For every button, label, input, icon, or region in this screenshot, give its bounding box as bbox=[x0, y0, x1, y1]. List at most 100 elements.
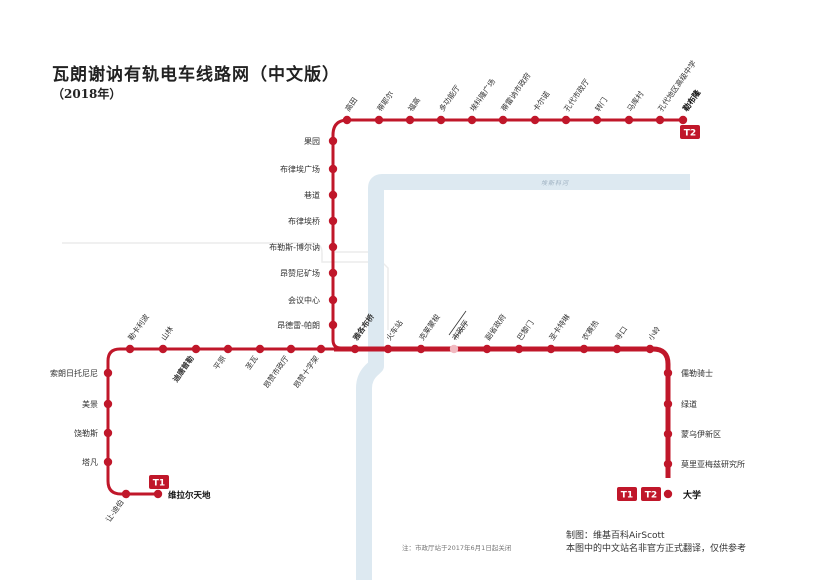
station-label-south-0: 儒勒骑士 bbox=[681, 368, 713, 378]
station-t2-top-6-marker bbox=[530, 115, 540, 125]
station-t2-top-9-marker bbox=[624, 115, 634, 125]
station-t2-top-4-marker bbox=[467, 115, 477, 125]
station-t2-top-5-marker bbox=[498, 115, 508, 125]
station-label-t2-top-3: 多功能厅 bbox=[436, 82, 462, 113]
terminus-t2-label: 勒布隆 bbox=[680, 87, 703, 113]
station-label-t2-vert-5: 昂赞尼矿场 bbox=[280, 268, 320, 278]
station-south-3-marker bbox=[663, 459, 673, 469]
station-t1-west-0-marker bbox=[125, 344, 135, 354]
station-t2-top-1-marker bbox=[374, 115, 384, 125]
station-label-t1-west-3: 平原 bbox=[212, 354, 228, 372]
badge-t2-south-text: T2 bbox=[645, 491, 657, 501]
station-label-t2-vert-6: 会议中心 bbox=[288, 295, 320, 305]
station-t2-top-8-marker bbox=[592, 115, 602, 125]
badge-t1-south: T1 bbox=[617, 487, 637, 501]
map-footnote: 注：市政厅站于2017年6月1日起关闭 bbox=[402, 544, 512, 552]
station-trunk-1-marker bbox=[383, 344, 393, 354]
station-t1-west-vert-3-marker bbox=[103, 457, 113, 467]
terminus-t1-label: 维拉尔天地 bbox=[168, 490, 211, 501]
terminus-south-marker bbox=[663, 489, 673, 499]
station-trunk-6-marker bbox=[546, 344, 556, 354]
station-label-t2-vert-7: 昂德雷-帕朗 bbox=[277, 320, 320, 330]
station-label-t1-west-6: 昂赞十字架 bbox=[291, 353, 321, 390]
station-label-south-3: 莫里亚梅兹研究所 bbox=[681, 459, 745, 469]
station-label-t2-vert-1: 布律埃广场 bbox=[280, 164, 320, 174]
map-disclaimer: 本图中的中文站名非官方正式翻译，仅供参考 bbox=[566, 544, 747, 554]
station-t1-west-vert-2-marker bbox=[103, 428, 113, 438]
station-t1-west-2-marker bbox=[191, 344, 201, 354]
station-trunk-7-marker bbox=[579, 344, 589, 354]
station-label-t1-west-vert-1: 美景 bbox=[82, 399, 98, 409]
badge-t1-west-text: T1 bbox=[153, 479, 165, 489]
station-label-t2-top-8: 转门 bbox=[592, 95, 609, 113]
station-label-t2-vert-3: 布律埃桥 bbox=[288, 216, 320, 226]
badge-t2-north-box bbox=[680, 125, 700, 139]
station-t2-vert-6-marker bbox=[328, 295, 338, 305]
station-label-t2-top-5: 蒂雷讷市政府 bbox=[498, 70, 532, 113]
badge-t1-west-box bbox=[149, 475, 169, 489]
t1-west-route bbox=[106, 347, 345, 496]
station-t2-top-0-marker bbox=[342, 115, 352, 125]
station-t1-west-1-marker bbox=[158, 344, 168, 354]
station-trunk-2-marker bbox=[416, 344, 426, 354]
station-trunk-5-marker bbox=[514, 344, 524, 354]
station-label-trunk-8: 寻口 bbox=[613, 325, 629, 342]
station-label-trunk-1: 火车站 bbox=[383, 318, 404, 343]
station-t1-west-vert-0-marker bbox=[103, 368, 113, 378]
station-label-t1-bottom-0: 让-迪伯 bbox=[103, 497, 126, 523]
station-south-1-marker bbox=[663, 399, 673, 409]
badge-t2-south: T2 bbox=[641, 487, 661, 501]
badge-t1-south-text: T1 bbox=[621, 491, 633, 501]
closed-station-strike bbox=[448, 310, 467, 336]
station-t1-bottom-0-marker bbox=[121, 489, 131, 499]
station-label-t1-west-vert-3: 塔凡 bbox=[82, 457, 98, 467]
station-label-t1-west-0: 勒卡利波 bbox=[125, 311, 151, 342]
station-trunk-4-marker bbox=[482, 344, 492, 354]
station-label-south-2: 蒙乌伊新区 bbox=[681, 429, 721, 439]
stations-layer: 高田蒂耶尔福高多功能厅埃科隆广场蒂雷讷市政府卡尔诺孔代市政厅转门马库村孔代地区高… bbox=[50, 58, 745, 524]
station-label-t2-vert-2: 巷道 bbox=[304, 190, 320, 200]
badge-t1-south-box bbox=[617, 487, 637, 501]
station-south-2-marker bbox=[663, 429, 673, 439]
station-t1-west-6-marker bbox=[316, 344, 326, 354]
station-t2-vert-7-marker bbox=[328, 320, 338, 330]
station-trunk-0-marker bbox=[350, 344, 360, 354]
station-t2-vert-0-marker bbox=[328, 136, 338, 146]
station-t2-top-7-marker bbox=[561, 115, 571, 125]
station-t1-west-5-marker bbox=[286, 344, 296, 354]
station-label-t1-west-4: 圣瓦 bbox=[244, 354, 260, 372]
station-t2-vert-1-marker bbox=[328, 164, 338, 174]
badge-t2-south-box bbox=[641, 487, 661, 501]
river-label: 埃斯科河 bbox=[541, 179, 569, 187]
station-t2-vert-5-marker bbox=[328, 268, 338, 278]
station-t1-west-4-marker bbox=[255, 344, 265, 354]
station-label-t2-top-9: 马库村 bbox=[624, 89, 645, 114]
station-label-t1-west-2: 迪唐普勒 bbox=[170, 353, 196, 384]
station-t2-top-2-marker bbox=[405, 115, 415, 125]
station-label-trunk-4: 副省政府 bbox=[482, 311, 508, 342]
badge-t2-north: T2 bbox=[680, 125, 700, 139]
trunk-route bbox=[334, 346, 671, 478]
t2-route bbox=[331, 118, 683, 350]
station-label-t1-west-vert-0: 索朗日托尼尼 bbox=[50, 368, 98, 378]
terminus-t2-marker bbox=[678, 115, 688, 125]
map-credit: 制图：维基百科AirScott bbox=[566, 531, 665, 541]
station-label-t2-top-6: 卡尔诺 bbox=[530, 89, 551, 114]
background-outlines bbox=[62, 242, 389, 330]
station-label-t2-top-2: 福高 bbox=[405, 95, 422, 113]
badge-t2-north-text: T2 bbox=[684, 129, 696, 139]
map-title: 瓦朗谢讷有轨电车线路网（中文版） bbox=[52, 65, 340, 85]
station-label-t2-top-0: 高田 bbox=[342, 95, 359, 113]
station-trunk-8-marker bbox=[612, 344, 622, 354]
station-t2-vert-4-marker bbox=[328, 242, 338, 252]
station-t2-vert-3-marker bbox=[328, 216, 338, 226]
station-label-t1-west-1: 山林 bbox=[158, 324, 175, 342]
river-path bbox=[356, 174, 690, 580]
station-trunk-9-marker bbox=[645, 344, 655, 354]
station-label-t2-vert-0: 果园 bbox=[304, 137, 320, 146]
terminus-t1-marker bbox=[153, 489, 163, 499]
station-label-t1-west-vert-2: 饶勒斯 bbox=[74, 428, 98, 438]
station-label-south-1: 绿道 bbox=[681, 399, 697, 409]
